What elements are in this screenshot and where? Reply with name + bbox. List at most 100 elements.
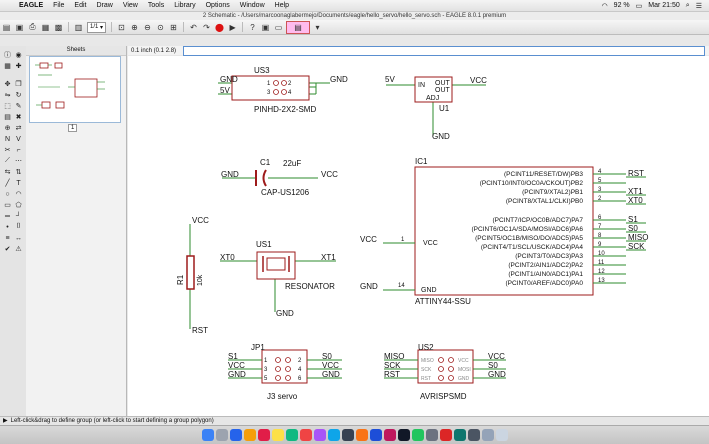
menu-edit[interactable]: Edit bbox=[74, 2, 87, 9]
r1-part[interactable]: VCC R1 10k RST bbox=[176, 216, 209, 335]
menu-tools[interactable]: Tools bbox=[147, 2, 165, 9]
u1-part[interactable]: 5V VCC IN OUT OUT ADJ U1 GND bbox=[385, 75, 487, 141]
spotify-icon[interactable] bbox=[411, 429, 424, 441]
layers-icon[interactable]: ▦ bbox=[4, 63, 11, 70]
menu-file[interactable]: File bbox=[53, 2, 65, 9]
battery-text[interactable]: 92 % bbox=[613, 2, 630, 9]
terminal-icon[interactable] bbox=[397, 429, 410, 441]
sheet-number[interactable]: 1 bbox=[68, 124, 78, 132]
go-icon[interactable]: ▶ bbox=[229, 22, 236, 32]
appstore-icon[interactable] bbox=[327, 429, 340, 441]
menu-options[interactable]: Options bbox=[205, 2, 230, 9]
paste-icon[interactable]: ▤ bbox=[4, 114, 11, 121]
save-icon[interactable]: ▣ bbox=[15, 22, 24, 32]
command-input[interactable] bbox=[183, 45, 705, 56]
safari-icon[interactable] bbox=[229, 429, 242, 441]
us3-part[interactable]: US3 GND 5V GND 1 3 2 4 PINHD-2X2-SMD bbox=[218, 66, 348, 114]
zoom-fit-icon[interactable]: ⊡ bbox=[118, 22, 125, 32]
gate-swap-icon[interactable]: ⇆ bbox=[4, 169, 11, 176]
itunes-icon[interactable] bbox=[313, 429, 326, 441]
hide-icon[interactable]: ▭ bbox=[274, 22, 283, 32]
schematic-canvas[interactable]: US3 GND 5V GND 1 3 2 4 PINHD-2X2-SMD bbox=[128, 56, 709, 416]
cam-icon[interactable]: ▦ bbox=[41, 22, 50, 32]
schematic-svg[interactable]: US3 GND 5V GND 1 3 2 4 PINHD-2X2-SMD bbox=[128, 56, 709, 416]
fusion-icon[interactable]: ▤ bbox=[286, 20, 311, 34]
menu-list-icon[interactable]: ☰ bbox=[695, 2, 702, 10]
design-link-icon[interactable]: ▣ bbox=[261, 22, 270, 32]
settings-icon[interactable] bbox=[341, 429, 354, 441]
zoom-in-icon[interactable]: ⊕ bbox=[131, 22, 138, 32]
ic1-part[interactable]: IC1 ATTINY44-SSU VCC GND 1 14 VCC GND (P… bbox=[360, 157, 648, 306]
menu-library[interactable]: Library bbox=[174, 2, 196, 9]
app-menu[interactable]: EAGLE bbox=[19, 2, 44, 9]
menu-draw[interactable]: Draw bbox=[96, 2, 113, 9]
finder-icon[interactable] bbox=[201, 429, 214, 441]
clock-text[interactable]: Mar 21:50 bbox=[648, 2, 680, 9]
downloads-icon[interactable] bbox=[481, 429, 494, 441]
mirror-icon[interactable]: ⇋ bbox=[4, 92, 11, 99]
undo-icon[interactable]: ↶ bbox=[190, 22, 197, 32]
c1-part[interactable]: C1 22uF GND VCC CAP-US1206 bbox=[221, 158, 338, 197]
photoshop-icon[interactable] bbox=[369, 429, 382, 441]
attribute-icon[interactable]: ≡ bbox=[5, 234, 10, 242]
group-icon[interactable]: ⬚ bbox=[4, 103, 11, 110]
zoom-select-icon[interactable]: ⊞ bbox=[170, 22, 177, 32]
move-icon[interactable]: ✥ bbox=[4, 81, 11, 88]
change-icon[interactable]: ✎ bbox=[15, 103, 22, 110]
battery-icon[interactable]: ▭ bbox=[635, 2, 643, 10]
illustrator-icon[interactable] bbox=[355, 429, 368, 441]
board-icon[interactable]: ▩ bbox=[54, 22, 63, 32]
name-icon[interactable]: N bbox=[4, 135, 11, 143]
miter-icon[interactable]: ⌐ bbox=[16, 146, 21, 154]
text-editor-icon[interactable] bbox=[467, 429, 480, 441]
print-icon[interactable]: ⎙ bbox=[29, 22, 36, 31]
label-icon[interactable]: ⌷ bbox=[16, 223, 21, 230]
sheet-select[interactable]: 1/1 ▾ bbox=[87, 21, 107, 33]
rotate-icon[interactable]: ↻ bbox=[15, 92, 22, 99]
smash-icon[interactable]: ✂ bbox=[4, 147, 11, 154]
arduino-icon[interactable] bbox=[453, 429, 466, 441]
us1-part[interactable]: US1 XT0 XT1 RESONATOR GND bbox=[220, 240, 336, 318]
calendar-icon[interactable] bbox=[257, 429, 270, 441]
dimension-icon[interactable]: ↔ bbox=[15, 234, 22, 242]
info-icon[interactable]: ⓘ bbox=[4, 52, 11, 59]
open-icon[interactable]: ▤ bbox=[2, 22, 11, 32]
split-icon[interactable]: ⟋ bbox=[5, 157, 10, 164]
eagle-icon[interactable] bbox=[425, 429, 438, 441]
wire-icon[interactable]: ╱ bbox=[5, 180, 10, 187]
zoom-out-icon[interactable]: ⊖ bbox=[144, 22, 151, 32]
junction-icon[interactable]: • bbox=[6, 223, 9, 231]
menu-view[interactable]: View bbox=[122, 2, 138, 9]
wifi-icon[interactable]: ◠ bbox=[601, 2, 608, 10]
errors-icon[interactable]: ⚠ bbox=[15, 246, 22, 253]
bus-icon[interactable]: ═ bbox=[5, 212, 10, 220]
net-icon[interactable]: ┘ bbox=[16, 212, 21, 220]
launchpad-icon[interactable] bbox=[215, 429, 228, 441]
erc-icon[interactable]: ✔ bbox=[4, 246, 11, 253]
mark-icon[interactable]: ✚ bbox=[15, 63, 22, 70]
help-icon[interactable]: ? bbox=[250, 22, 255, 32]
add-icon[interactable]: ⊕ bbox=[4, 125, 11, 132]
sheet-thumbnail[interactable] bbox=[29, 56, 121, 123]
menu-window[interactable]: Window bbox=[239, 2, 265, 9]
search-icon[interactable]: ⌕ bbox=[685, 1, 690, 9]
replace-icon[interactable]: ⇄ bbox=[15, 125, 22, 132]
menu-help[interactable]: Help bbox=[274, 2, 290, 9]
circle-icon[interactable]: ○ bbox=[5, 190, 10, 198]
eye-icon[interactable]: ◉ bbox=[15, 52, 22, 59]
messages-icon[interactable] bbox=[285, 429, 298, 441]
trash-icon[interactable] bbox=[495, 429, 508, 441]
rect-icon[interactable]: ▭ bbox=[4, 202, 11, 209]
indesign-icon[interactable] bbox=[383, 429, 396, 441]
pin-swap-icon[interactable]: ⇅ bbox=[15, 169, 22, 176]
polygon-icon[interactable]: ⬠ bbox=[15, 202, 22, 209]
text-icon[interactable]: T bbox=[16, 179, 21, 187]
fusion-dropdown-icon[interactable]: ▾ bbox=[315, 22, 320, 32]
notes-icon[interactable] bbox=[271, 429, 284, 441]
arc-icon[interactable]: ◠ bbox=[15, 191, 22, 198]
value-icon[interactable]: V bbox=[16, 135, 21, 143]
zoom-reset-icon[interactable]: ⊙ bbox=[157, 22, 164, 32]
invoke-icon[interactable]: ⋯ bbox=[15, 158, 22, 165]
